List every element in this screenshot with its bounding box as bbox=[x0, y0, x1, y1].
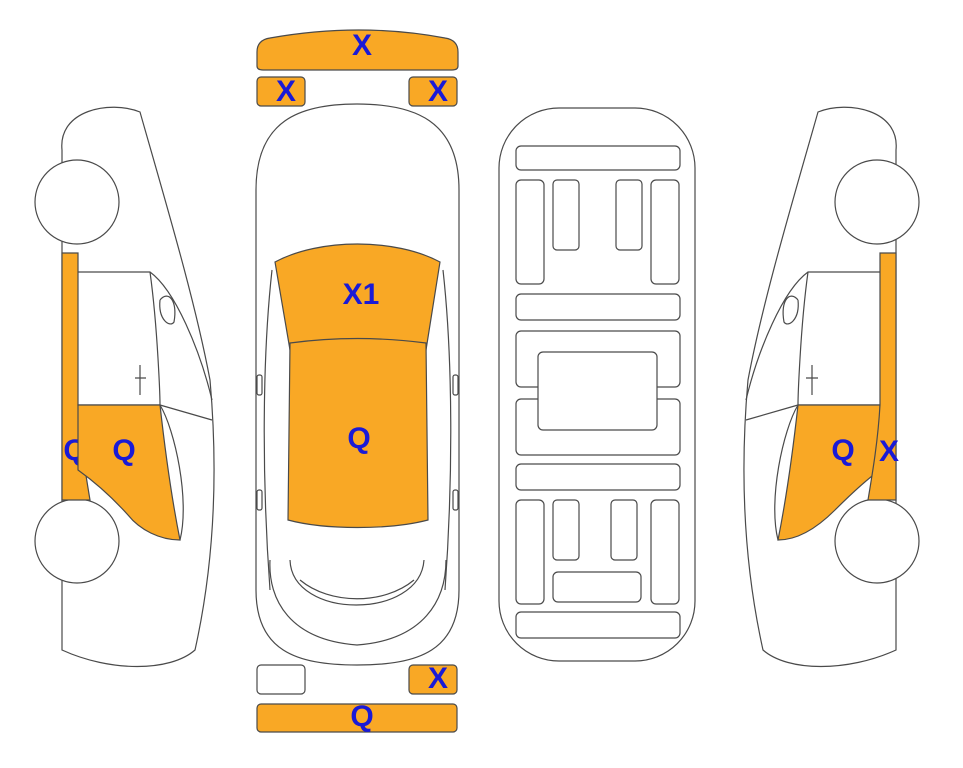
left-rear-door[interactable]: Q bbox=[77, 404, 181, 541]
right-rear-door[interactable]: Q bbox=[777, 404, 881, 541]
rear-right-light-mark: X bbox=[428, 662, 448, 695]
right-front-wheel bbox=[834, 159, 920, 245]
left-rear-door-mark: Q bbox=[112, 434, 135, 467]
rear-bumper[interactable]: Q bbox=[256, 700, 458, 733]
car-underbody-view bbox=[498, 107, 696, 662]
right-pillar-mark: X bbox=[879, 435, 899, 468]
right-rear-wheel bbox=[834, 498, 920, 584]
roof-mark: Q bbox=[347, 422, 370, 455]
rear-bumper-mark: Q bbox=[350, 700, 373, 733]
left-rear-wheel bbox=[34, 498, 120, 584]
right-pillar[interactable]: X bbox=[867, 252, 899, 501]
front-left-light-mark: X bbox=[276, 75, 296, 108]
rear-left-light[interactable] bbox=[256, 664, 306, 695]
front-right-light[interactable]: X bbox=[408, 75, 458, 108]
roof[interactable]: Q bbox=[287, 337, 429, 529]
right-rear-door-mark: Q bbox=[831, 434, 854, 467]
hood[interactable]: X1 bbox=[274, 243, 441, 351]
rear-right-light[interactable]: X bbox=[408, 662, 458, 695]
left-front-wheel bbox=[34, 159, 120, 245]
front-bumper-mark: X bbox=[352, 29, 372, 62]
hood-mark: X1 bbox=[343, 278, 380, 311]
front-left-light[interactable]: X bbox=[256, 75, 306, 108]
front-right-light-mark: X bbox=[428, 75, 448, 108]
front-bumper[interactable]: X bbox=[256, 29, 459, 71]
